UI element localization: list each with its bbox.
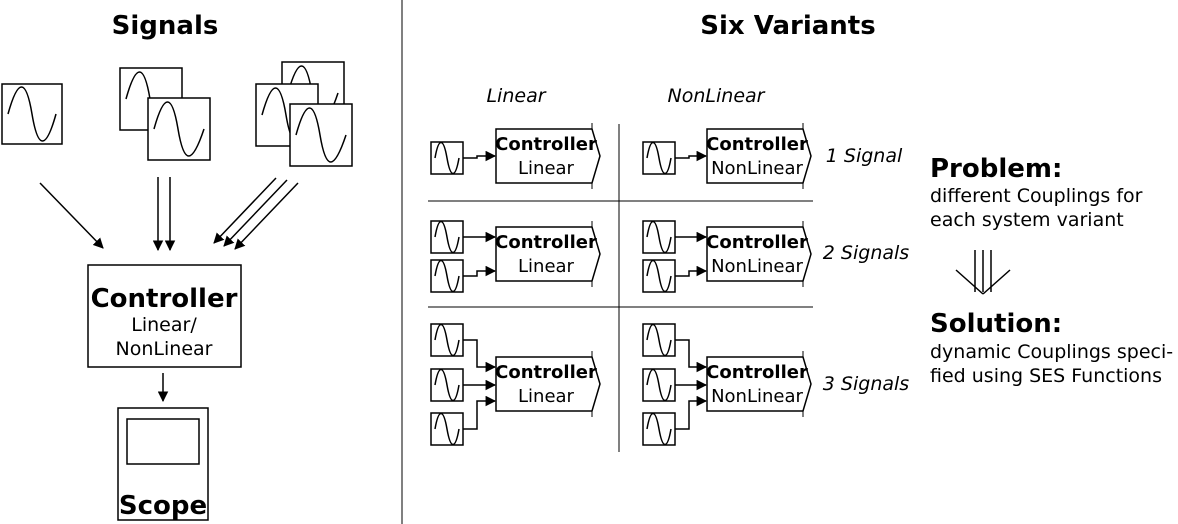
solution-heading: Solution: xyxy=(930,309,1062,339)
controller-block-title: Controller xyxy=(706,134,808,155)
signal-source xyxy=(642,141,676,175)
signal-source xyxy=(642,412,676,446)
signal-source xyxy=(430,259,464,293)
variant-cells: ControllerLinearControllerNonLinearContr… xyxy=(430,123,812,446)
sine-wave-icon xyxy=(646,259,672,293)
signal-source xyxy=(430,412,464,446)
scope-screen xyxy=(126,418,200,465)
sine-wave-icon xyxy=(646,220,672,254)
scope-label: Scope xyxy=(119,491,207,521)
signal-source xyxy=(642,368,676,402)
controller-block-variant: NonLinear xyxy=(711,158,803,179)
controller-box: Controller Linear/ NonLinear xyxy=(87,264,242,368)
sine-wave-icon xyxy=(153,101,205,157)
sine-wave-icon xyxy=(434,220,460,254)
signal-source xyxy=(430,323,464,357)
signal-source-triple xyxy=(255,61,353,167)
controller-line-2: NonLinear xyxy=(116,338,213,360)
signal-source xyxy=(642,323,676,357)
six-variants-title: Six Variants xyxy=(700,11,875,41)
controller-line-1: Linear/ xyxy=(131,314,197,336)
variant-grid xyxy=(428,124,813,452)
row-label-3-signals: 3 Signals xyxy=(823,373,909,395)
sine-wave-icon xyxy=(646,368,672,402)
sine-wave-icon xyxy=(295,107,347,163)
sine-wave-icon xyxy=(434,323,460,357)
controller-block-title: Controller xyxy=(495,362,597,383)
signal-source xyxy=(430,141,464,175)
controller-block-variant: Linear xyxy=(518,256,575,277)
sine-wave-icon xyxy=(434,412,460,446)
sine-wave-icon xyxy=(646,323,672,357)
signal-source xyxy=(430,368,464,402)
scope-box: Scope xyxy=(117,407,209,521)
controller-block-variant: Linear xyxy=(518,386,575,407)
controller-block-title: Controller xyxy=(706,362,808,383)
sine-wave-icon xyxy=(434,368,460,402)
sine-wave-icon xyxy=(646,141,672,175)
problem-line-2: each system variant xyxy=(930,209,1124,231)
controller-block-title: Controller xyxy=(495,134,597,155)
sine-wave-icon xyxy=(646,412,672,446)
column-header-linear: Linear xyxy=(486,85,546,107)
sine-wave-icon xyxy=(434,259,460,293)
controller-block-title: Controller xyxy=(495,232,597,253)
problem-heading: Problem: xyxy=(930,154,1062,184)
row-label-1-signal: 1 Signal xyxy=(826,145,903,167)
signal-source-double xyxy=(119,67,211,161)
signal-source xyxy=(642,259,676,293)
problem-line-1: different Couplings for xyxy=(930,185,1143,207)
signals-title: Signals xyxy=(112,11,219,41)
signal-source xyxy=(430,220,464,254)
triple-arrow-down-icon xyxy=(955,250,1011,295)
signal-arrows xyxy=(39,177,299,252)
controller-title: Controller xyxy=(91,284,238,314)
controller-block-variant: NonLinear xyxy=(711,386,803,407)
sine-wave-icon xyxy=(7,86,57,142)
controller-block-title: Controller xyxy=(706,232,808,253)
column-header-nonlinear: NonLinear xyxy=(668,85,766,107)
solution-line-1: dynamic Couplings speci- xyxy=(930,341,1173,363)
controller-block-variant: NonLinear xyxy=(711,256,803,277)
signal-source-single xyxy=(1,83,63,145)
solution-line-2: fied using SES Functions xyxy=(930,365,1162,387)
sine-wave-icon xyxy=(434,141,460,175)
signal-source xyxy=(642,220,676,254)
controller-block-variant: Linear xyxy=(518,158,575,179)
row-label-2-signals: 2 Signals xyxy=(823,242,909,264)
